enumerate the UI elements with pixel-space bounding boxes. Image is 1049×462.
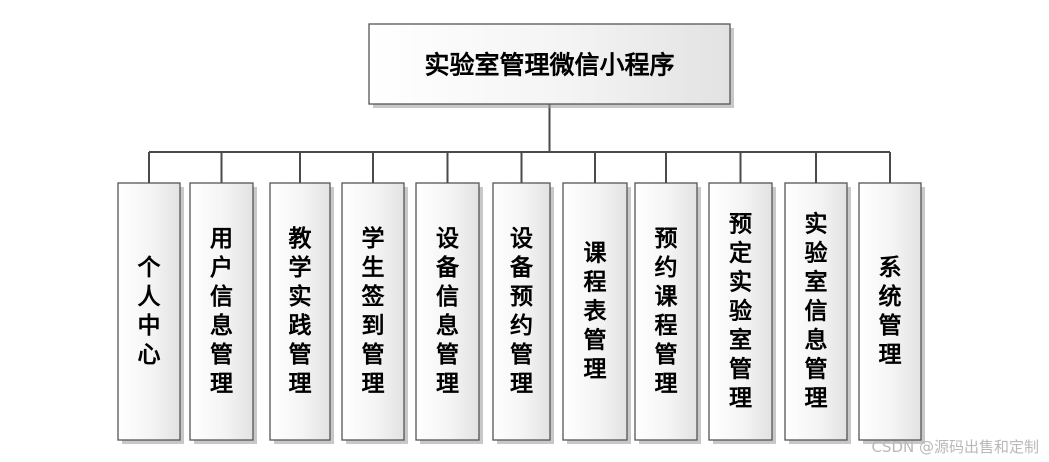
- module-label: 个人中心: [138, 255, 162, 368]
- module-label: 学生签到管理: [361, 225, 386, 397]
- connector-lines: [148, 104, 891, 183]
- module-node: 实验室信息管理: [784, 182, 851, 444]
- module-label: 用户信息管理: [210, 226, 233, 397]
- module-node: 预约课程管理: [634, 182, 701, 444]
- module-node: 用户信息管理: [189, 182, 257, 444]
- module-node: 教学实践管理: [269, 182, 334, 444]
- module-box: [269, 182, 331, 441]
- module-node: 个人中心: [117, 182, 184, 444]
- watermark-text: CSDN @源码出售和定制: [871, 438, 1039, 456]
- module-node: 设备预约管理: [492, 182, 554, 444]
- module-box: [708, 182, 773, 441]
- module-label: 设备信息管理: [435, 226, 460, 397]
- module-box: [492, 182, 551, 441]
- module-box: [634, 182, 698, 441]
- module-label: 预定实验室管理: [729, 212, 752, 412]
- module-box: [415, 182, 480, 441]
- module-node: 设备信息管理: [415, 182, 483, 444]
- module-box: [784, 182, 848, 441]
- module-label: 设备预约管理: [509, 226, 534, 397]
- child-nodes: 个人中心 用户信息管理 教学实践管理 学生签到管理 设备信息管理 设备预约管理 课程表管理 预…: [117, 182, 925, 444]
- module-box: [858, 182, 922, 441]
- module-box: [189, 182, 254, 441]
- module-node: 预定实验室管理: [708, 182, 776, 444]
- root-node: 实验室管理微信小程序: [368, 23, 734, 108]
- module-label: 预约课程管理: [655, 226, 679, 397]
- module-box: [562, 182, 628, 441]
- root-label: 实验室管理微信小程序: [424, 51, 674, 80]
- module-node: 系统管理: [858, 182, 925, 444]
- root-box: [368, 23, 731, 105]
- module-label: 系统管理: [879, 255, 902, 368]
- module-label: 实验室信息管理: [805, 211, 828, 412]
- module-label: 教学实践管理: [289, 225, 313, 397]
- module-node: 课程表管理: [562, 182, 631, 444]
- module-box: [117, 182, 181, 441]
- module-box: [341, 182, 405, 441]
- module-node: 学生签到管理: [341, 182, 408, 444]
- module-label: 课程表管理: [584, 241, 608, 383]
